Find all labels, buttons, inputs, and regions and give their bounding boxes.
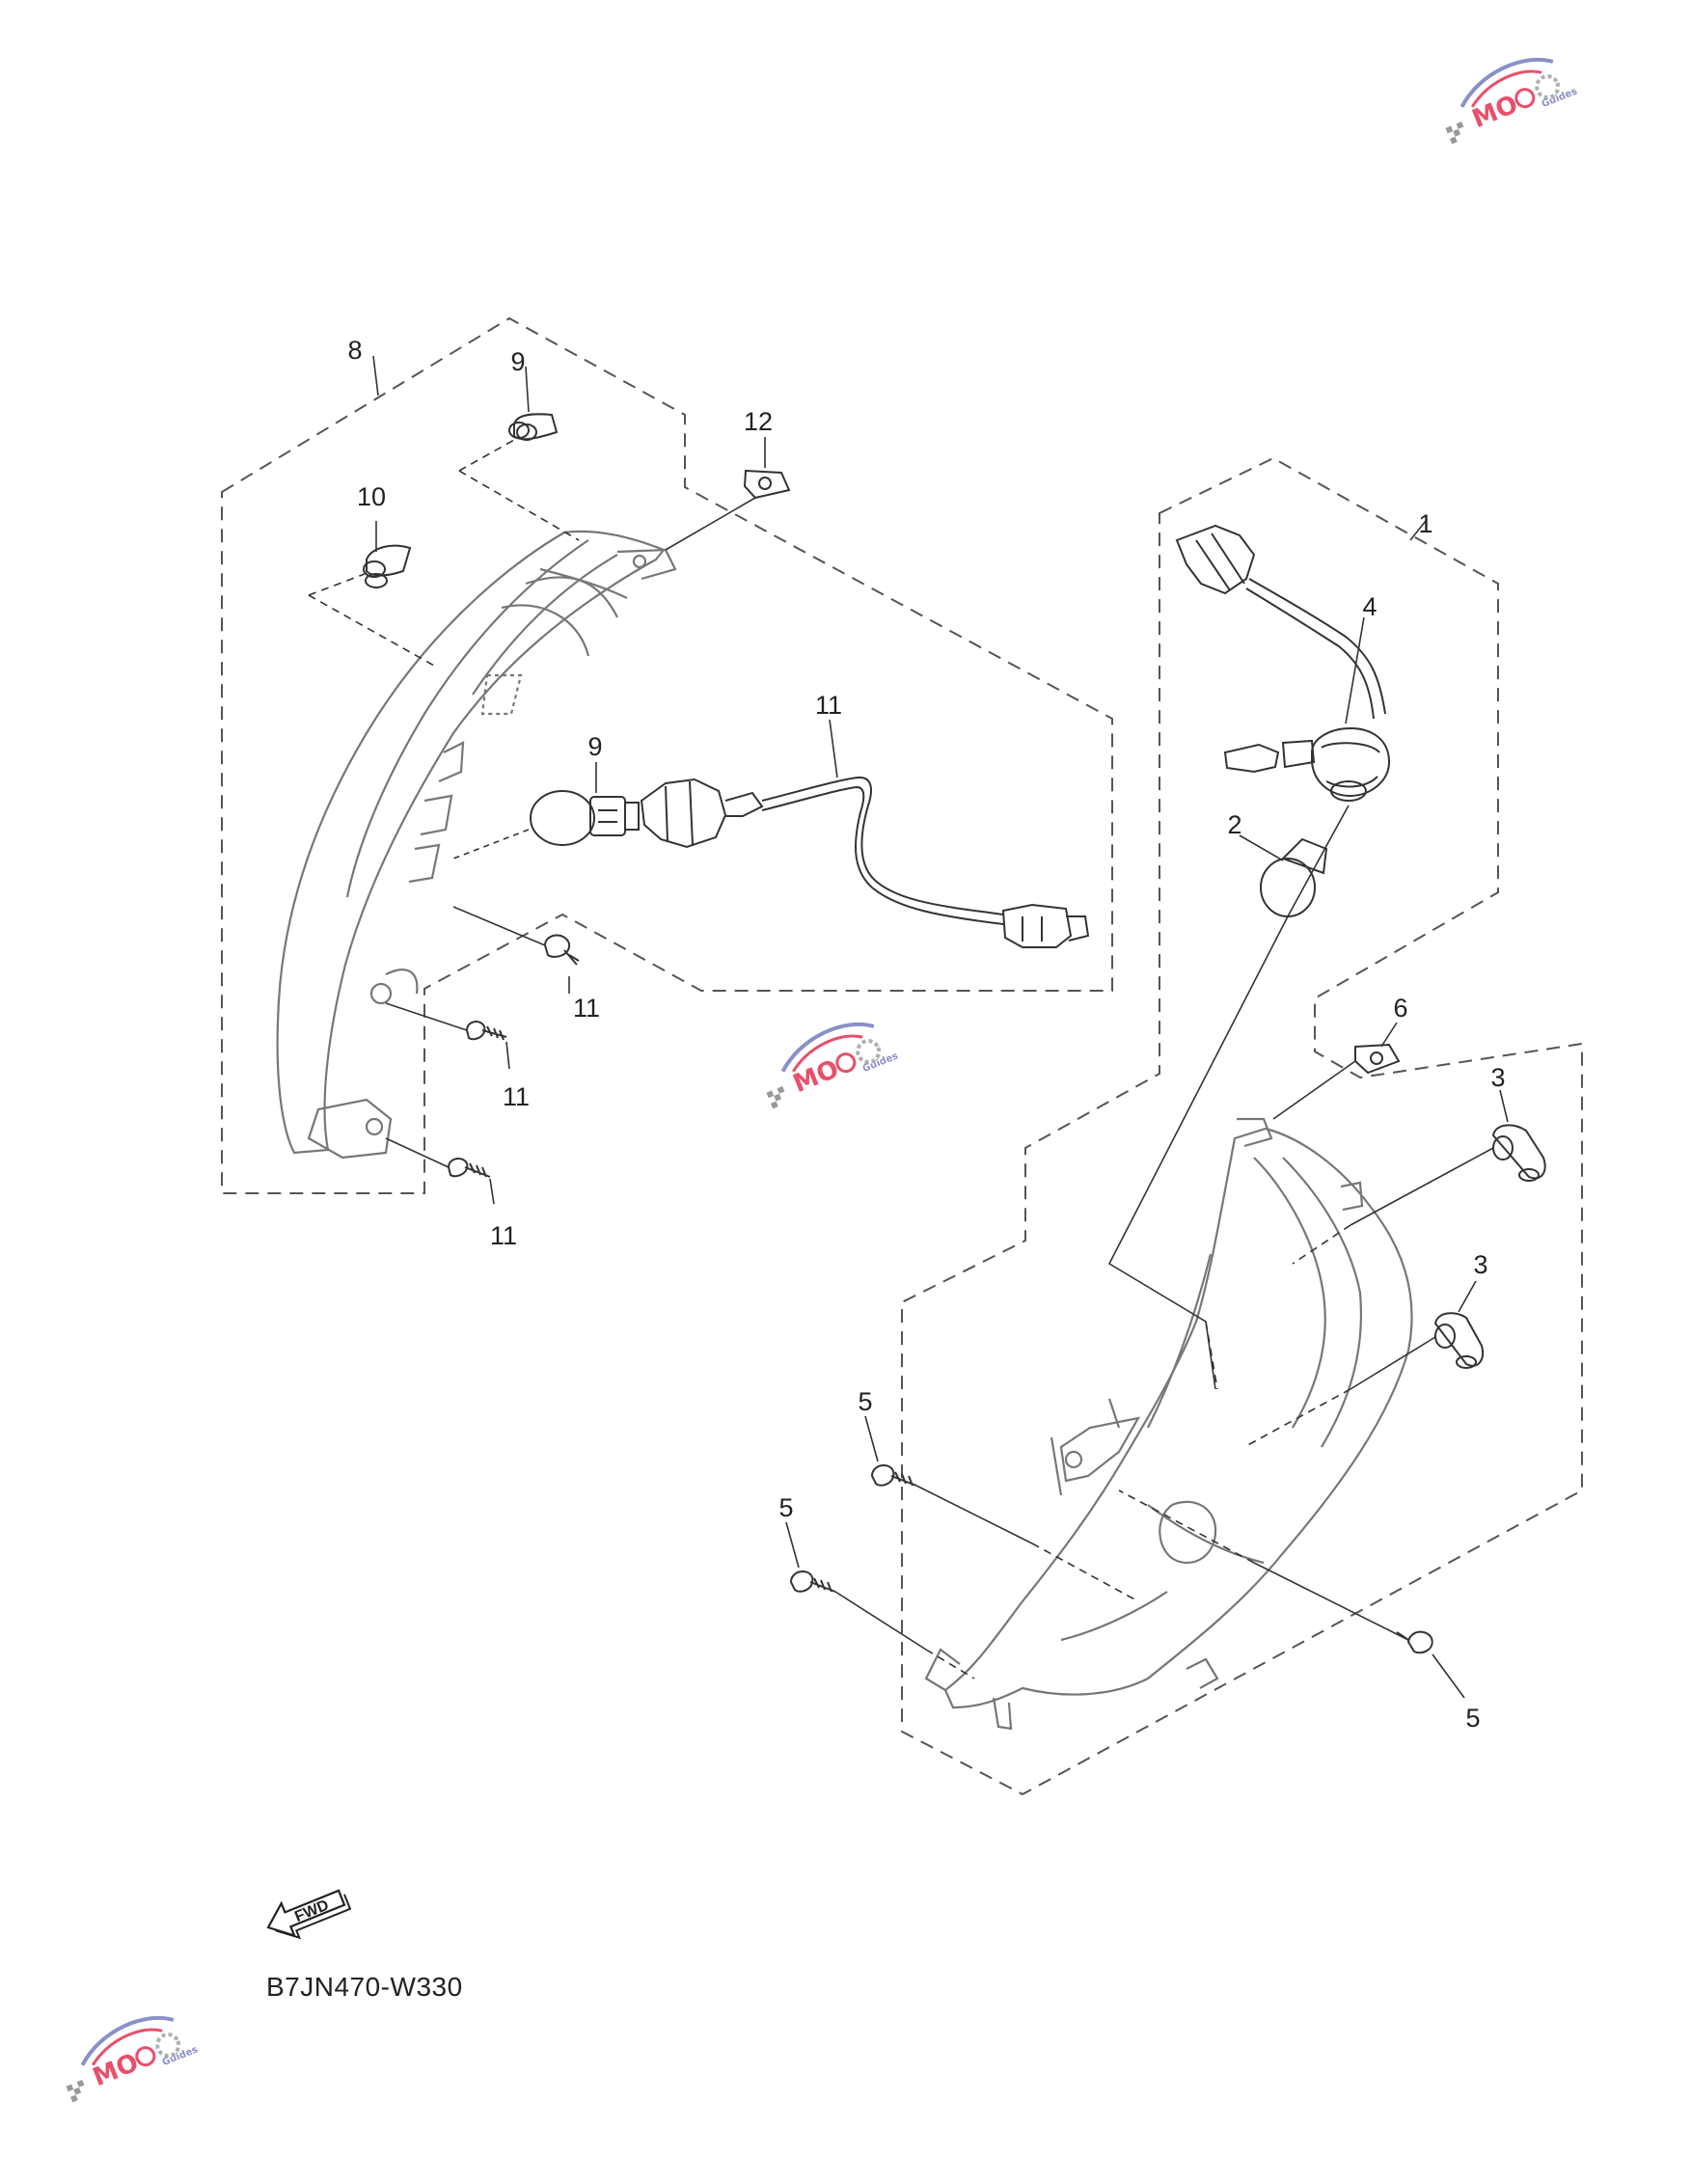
right-lens-housing — [924, 1117, 1413, 1731]
callout-11-middle: 11 — [503, 1082, 530, 1111]
leader-lines-right — [785, 520, 1509, 1699]
svg-text:Guides: Guides — [161, 2044, 200, 2068]
watermark-logo-bottom-left: MO Guides — [66, 2015, 200, 2103]
callout-5-upper: 5 — [858, 1387, 872, 1416]
callout-7: 8 — [347, 336, 362, 365]
callout-9-upper: 9 — [510, 347, 525, 376]
grommet-3-lower — [1433, 1312, 1484, 1369]
svg-text:MO: MO — [89, 2048, 143, 2092]
svg-text:Guides: Guides — [1541, 86, 1579, 110]
socket-harness-10 — [640, 776, 1090, 948]
callout-6: 6 — [1393, 994, 1407, 1023]
svg-text:Guides: Guides — [861, 1051, 900, 1075]
callout-11-upper: 11 — [573, 994, 600, 1023]
nut-12 — [743, 469, 791, 500]
callout-3-upper: 3 — [1490, 1063, 1505, 1092]
screw-11-lower — [447, 1158, 491, 1178]
callout-1: 1 — [1418, 509, 1432, 538]
harness-4 — [1175, 524, 1391, 802]
callout-2: 2 — [1227, 810, 1241, 839]
screw-5-upper — [870, 1464, 917, 1487]
callout-10: 11 — [815, 691, 842, 720]
callout-9-lower: 10 — [357, 482, 386, 511]
callout-12: 12 — [744, 407, 773, 436]
assembly-boundary-left — [221, 316, 1113, 1194]
screw-5-left — [789, 1570, 836, 1593]
callout-8: 9 — [587, 732, 602, 761]
grommet-9-lower — [363, 544, 412, 588]
leader-lines-left — [308, 355, 838, 1205]
grommet-3-upper — [1491, 1124, 1546, 1182]
callout-5-right: 5 — [1465, 1704, 1480, 1733]
screw-5-right — [1396, 1630, 1433, 1654]
bulb-8 — [530, 790, 640, 846]
grommet-9-upper — [508, 413, 559, 441]
callout-4: 4 — [1362, 592, 1377, 621]
svg-text:MO: MO — [1468, 90, 1522, 134]
nut-6 — [1354, 1043, 1401, 1075]
callout-11-lower: 11 — [490, 1221, 517, 1250]
watermark-logo-top-right: MO Guides — [1445, 57, 1579, 145]
screw-11-upper — [543, 934, 580, 966]
callout-5-left: 5 — [778, 1493, 793, 1522]
screw-11-middle — [465, 1021, 507, 1041]
fwd-arrow-icon: FWD — [266, 1889, 352, 1940]
watermark-logo-center: MO Guides — [766, 1022, 900, 1109]
svg-text:MO: MO — [789, 1054, 843, 1099]
left-lens-housing — [276, 530, 677, 1160]
assembly-boundary-right-top — [901, 456, 1583, 1796]
callout-3-lower: 3 — [1473, 1250, 1487, 1279]
diagram-code: B7JN470-W330 — [266, 1972, 463, 2002]
